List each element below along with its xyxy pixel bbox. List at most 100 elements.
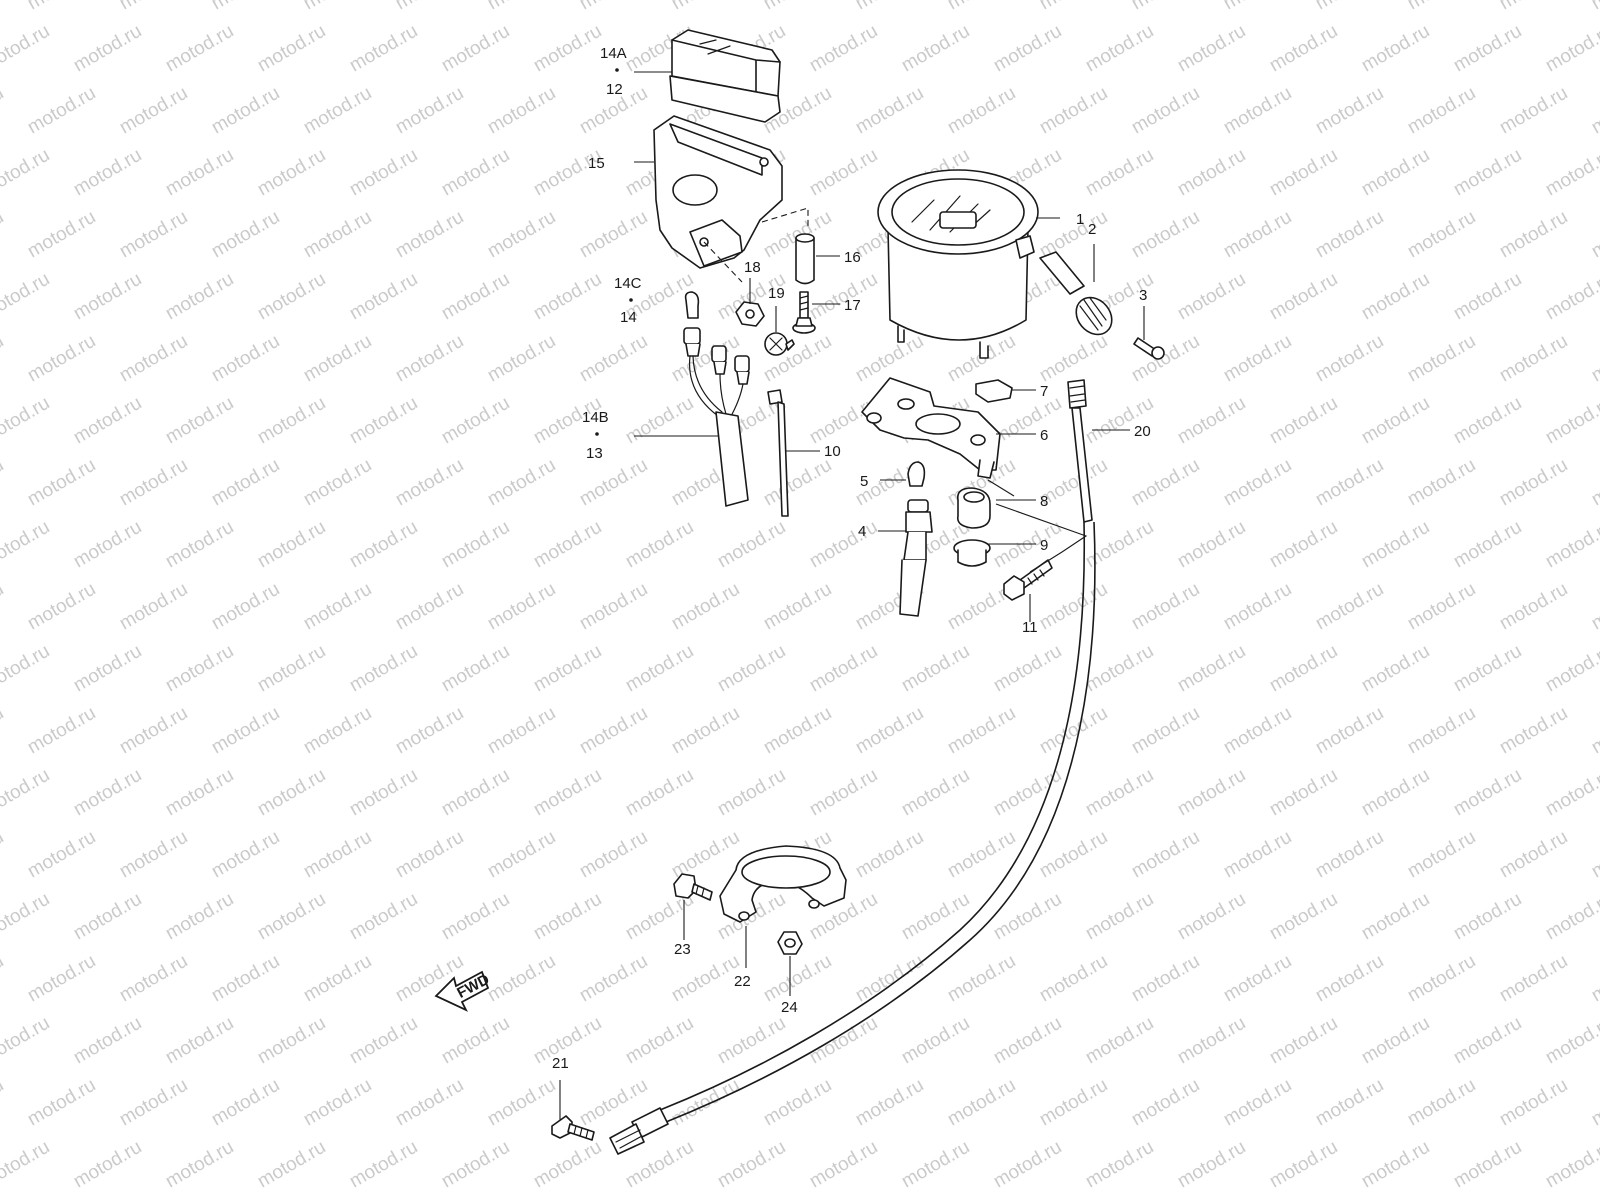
part-18-nut[interactable] — [735, 301, 765, 327]
watermark-text: motod.ru — [1312, 83, 1387, 139]
watermark-text: motod.ru — [1358, 641, 1433, 697]
part-11-bolt[interactable] — [1003, 559, 1053, 601]
watermark-text: motod.ru — [254, 517, 329, 573]
watermark-text: motod.ru — [1358, 145, 1433, 201]
watermark-text: motod.ru — [990, 641, 1065, 697]
watermark-text: motod.ru — [254, 765, 329, 821]
watermark-text: motod.ru — [70, 889, 145, 945]
watermark-text: motod.ru — [1128, 83, 1203, 139]
watermark-text: motod.ru — [162, 145, 237, 201]
watermark-text: motod.ru — [70, 145, 145, 201]
watermark-text: motod.ru — [1174, 517, 1249, 573]
part-6-bracket[interactable] — [861, 377, 1001, 479]
watermark-text: motod.ru — [1312, 455, 1387, 511]
watermark-text: motod.ru — [208, 331, 283, 387]
watermark-text: motod.ru — [990, 1137, 1065, 1193]
watermark-text: motod.ru — [392, 455, 467, 511]
watermark-text: motod.ru — [622, 517, 697, 573]
watermark-text: motod.ru — [116, 207, 191, 263]
watermark-text: motod.ru — [24, 83, 99, 139]
watermark-text: motod.ru — [392, 703, 467, 759]
watermark-text: motod.ru — [254, 641, 329, 697]
part-8-grommet[interactable] — [956, 487, 991, 529]
part-16-spacer[interactable] — [795, 233, 815, 285]
watermark-text: motod.ru — [208, 579, 283, 635]
watermark-text: motod.ru — [1496, 827, 1571, 883]
part-12-indicator-cover[interactable] — [669, 29, 781, 123]
part-7-cushion[interactable] — [975, 379, 1013, 403]
part-13-socket-harness[interactable] — [683, 327, 750, 507]
callout-14B: 14B — [582, 409, 609, 426]
part-24-nut[interactable] — [777, 931, 803, 955]
watermark-text: motod.ru — [0, 455, 7, 511]
watermark-text: motod.ru — [1036, 1075, 1111, 1131]
part-19-screw[interactable] — [764, 332, 795, 356]
watermark-text: motod.ru — [162, 1137, 237, 1193]
callout-21: 21 — [552, 1055, 569, 1072]
watermark-text: motod.ru — [1404, 83, 1479, 139]
watermark-text: motod.ru — [1312, 331, 1387, 387]
watermark-text: motod.ru — [254, 269, 329, 325]
watermark-text: motod.ru — [1312, 207, 1387, 263]
callout-14A: 14A — [600, 45, 627, 62]
watermark-text: motod.ru — [1174, 393, 1249, 449]
part-23-bolt[interactable] — [673, 873, 713, 901]
watermark-text: motod.ru — [1128, 827, 1203, 883]
watermark-text: motod.ru — [1128, 579, 1203, 635]
watermark-text: motod.ru — [622, 641, 697, 697]
watermark-text: motod.ru — [24, 827, 99, 883]
watermark-text: motod.ru — [162, 517, 237, 573]
watermark-text: motod.ru — [1128, 455, 1203, 511]
callout-10: 10 — [824, 443, 841, 460]
part-4-socket[interactable] — [899, 499, 933, 617]
watermark-text: motod.ru — [898, 889, 973, 945]
watermark-text: motod.ru — [1128, 0, 1203, 14]
callout-1: 1 — [1076, 211, 1084, 228]
watermark-text: motod.ru — [1220, 1075, 1295, 1131]
watermark-text: motod.ru — [1220, 0, 1295, 14]
part-1-speedometer[interactable] — [877, 169, 1039, 359]
part-14-bulb[interactable] — [684, 291, 700, 319]
part-10-cable-tie[interactable] — [767, 389, 789, 517]
part-22-clamp[interactable] — [719, 845, 847, 923]
watermark-text: motod.ru — [760, 579, 835, 635]
watermark-text: motod.ru — [1174, 269, 1249, 325]
watermark-text: motod.ru — [0, 1075, 7, 1131]
watermark-text: motod.ru — [944, 0, 1019, 14]
watermark-text: motod.ru — [254, 393, 329, 449]
watermark-text: motod.ru — [1312, 703, 1387, 759]
watermark-text: motod.ru — [300, 827, 375, 883]
watermark-text: motod.ru — [714, 641, 789, 697]
watermark-text: motod.ru — [0, 0, 7, 14]
part-17-screw[interactable] — [792, 291, 816, 334]
watermark-text: motod.ru — [576, 951, 651, 1007]
watermark-text: motod.ru — [806, 765, 881, 821]
watermark-text: motod.ru — [1542, 1013, 1600, 1069]
watermark-text: motod.ru — [438, 393, 513, 449]
part-3-screw[interactable] — [1133, 337, 1165, 360]
watermark-text: motod.ru — [116, 579, 191, 635]
watermark-text: motod.ru — [1542, 641, 1600, 697]
watermark-text: motod.ru — [852, 0, 927, 14]
part-21-screw[interactable] — [551, 1115, 595, 1141]
watermark-text: motod.ru — [1358, 269, 1433, 325]
watermark-text: motod.ru — [1450, 889, 1525, 945]
part-2-trip-knob[interactable] — [1039, 251, 1119, 342]
watermark-text: motod.ru — [1220, 579, 1295, 635]
watermark-text: motod.ru — [1266, 889, 1341, 945]
part-9-collar[interactable] — [953, 539, 991, 567]
watermark-text: motod.ru — [346, 765, 421, 821]
part-20-speedometer-cable[interactable] — [609, 379, 1096, 1155]
watermark-text: motod.ru — [438, 765, 513, 821]
watermark-text: motod.ru — [1174, 1137, 1249, 1193]
watermark-text: motod.ru — [1220, 703, 1295, 759]
watermark-text: motod.ru — [24, 0, 99, 14]
watermark-text: motod.ru — [162, 889, 237, 945]
watermark-text: motod.ru — [300, 331, 375, 387]
callout-13: 13 — [586, 445, 603, 462]
part-15-indicator-housing[interactable] — [653, 115, 783, 269]
watermark-text: motod.ru — [484, 951, 559, 1007]
watermark-text: motod.ru — [116, 703, 191, 759]
part-5-bulb[interactable] — [907, 461, 926, 487]
